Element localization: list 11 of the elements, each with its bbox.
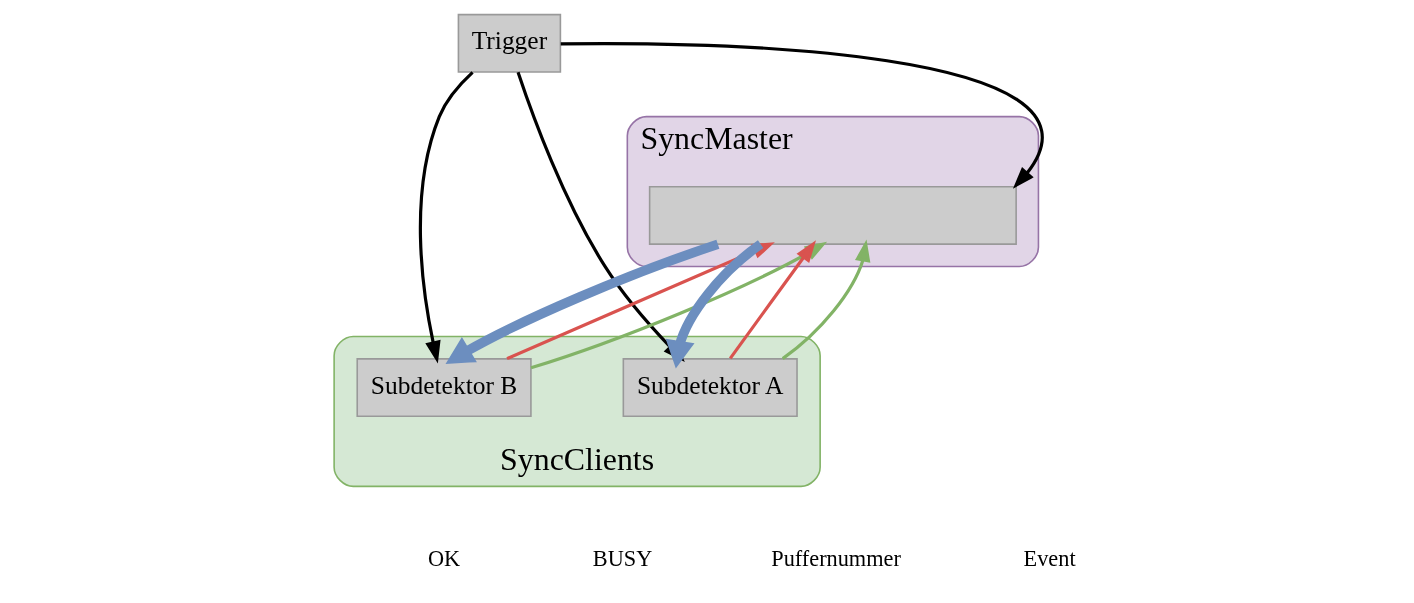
legend-label: Puffernummer — [771, 545, 901, 571]
node-box: Trigger — [457, 13, 562, 73]
cluster: SyncMaster — [626, 115, 1040, 268]
legend-label: BUSY — [592, 545, 653, 571]
arrow — [560, 42, 1043, 189]
legend-label: Event — [1023, 545, 1076, 571]
arrow — [418, 71, 474, 364]
legend-label: OK — [427, 545, 461, 571]
node-box: Subdetektor B — [356, 358, 532, 418]
node-box: Subdetektor A — [622, 358, 798, 418]
node-box — [648, 185, 1017, 245]
